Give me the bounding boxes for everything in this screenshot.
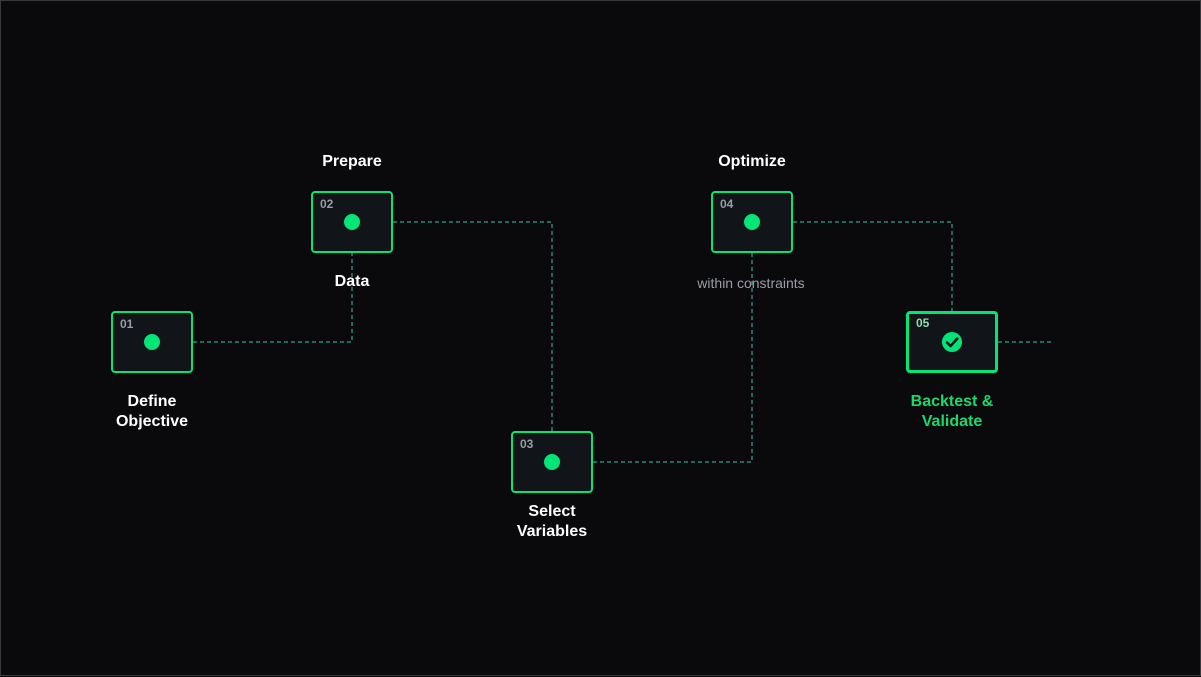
step-number: 02 (320, 197, 334, 211)
connector-01-02 (193, 252, 353, 343)
connector-03-04 (593, 252, 753, 463)
step-number: 04 (720, 197, 734, 211)
check-circle-icon (942, 332, 962, 352)
step-number: 01 (120, 317, 134, 331)
step-node-05[interactable]: 05 (906, 311, 998, 373)
status-dot-icon (544, 454, 560, 470)
step-node-02[interactable]: 02 (311, 191, 393, 253)
step-node-01[interactable]: 01 (111, 311, 193, 373)
step-number: 03 (520, 437, 534, 451)
step-label-01: Define Objective (115, 393, 189, 430)
step-note-04: within constraints (697, 275, 805, 291)
connector-04-05 (793, 221, 953, 312)
step-node-04[interactable]: 04 (711, 191, 793, 253)
status-dot-icon (144, 334, 160, 350)
step-node-03[interactable]: 03 (511, 431, 593, 493)
step-label-03: Select Variables (516, 503, 588, 540)
status-dot-icon (744, 214, 760, 230)
step-label-above-04: Optimize (718, 153, 786, 170)
step-number: 05 (916, 316, 930, 330)
status-dot-icon (344, 214, 360, 230)
step-label-05: Backtest & Validate (910, 393, 994, 430)
step-label-above-02: Prepare (322, 153, 382, 170)
connector-02-03 (393, 221, 553, 432)
step-label-02: Data (334, 273, 370, 290)
